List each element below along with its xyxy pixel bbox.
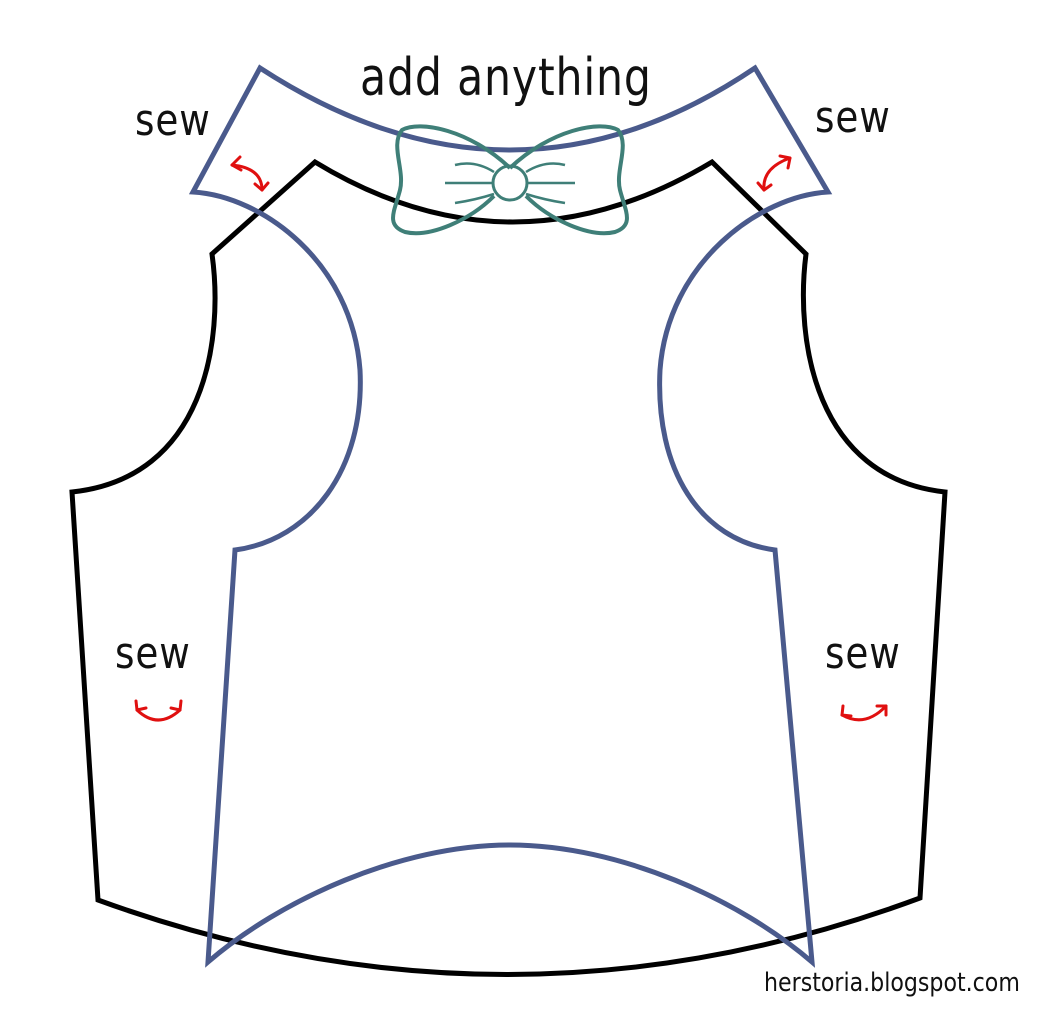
sew-label-side-right: sew bbox=[825, 628, 901, 679]
sew-arrow-top-left-icon bbox=[230, 155, 270, 192]
sew-arrow-side-right-icon bbox=[840, 704, 888, 722]
credit-watermark: herstoria.blogspot.com bbox=[764, 968, 1020, 998]
front-piece-outline bbox=[188, 64, 833, 968]
bow-icon bbox=[391, 124, 629, 236]
back-piece-outline bbox=[69, 158, 948, 977]
sew-arrow-icons bbox=[134, 154, 888, 722]
add-anything-label: add anything bbox=[360, 48, 652, 108]
sew-label-top-left: sew bbox=[135, 95, 211, 146]
sew-label-side-left: sew bbox=[115, 628, 191, 679]
sew-arrow-side-left-icon bbox=[134, 699, 183, 722]
sew-label-top-right: sew bbox=[815, 92, 891, 143]
sew-arrow-top-right-icon bbox=[756, 154, 792, 192]
